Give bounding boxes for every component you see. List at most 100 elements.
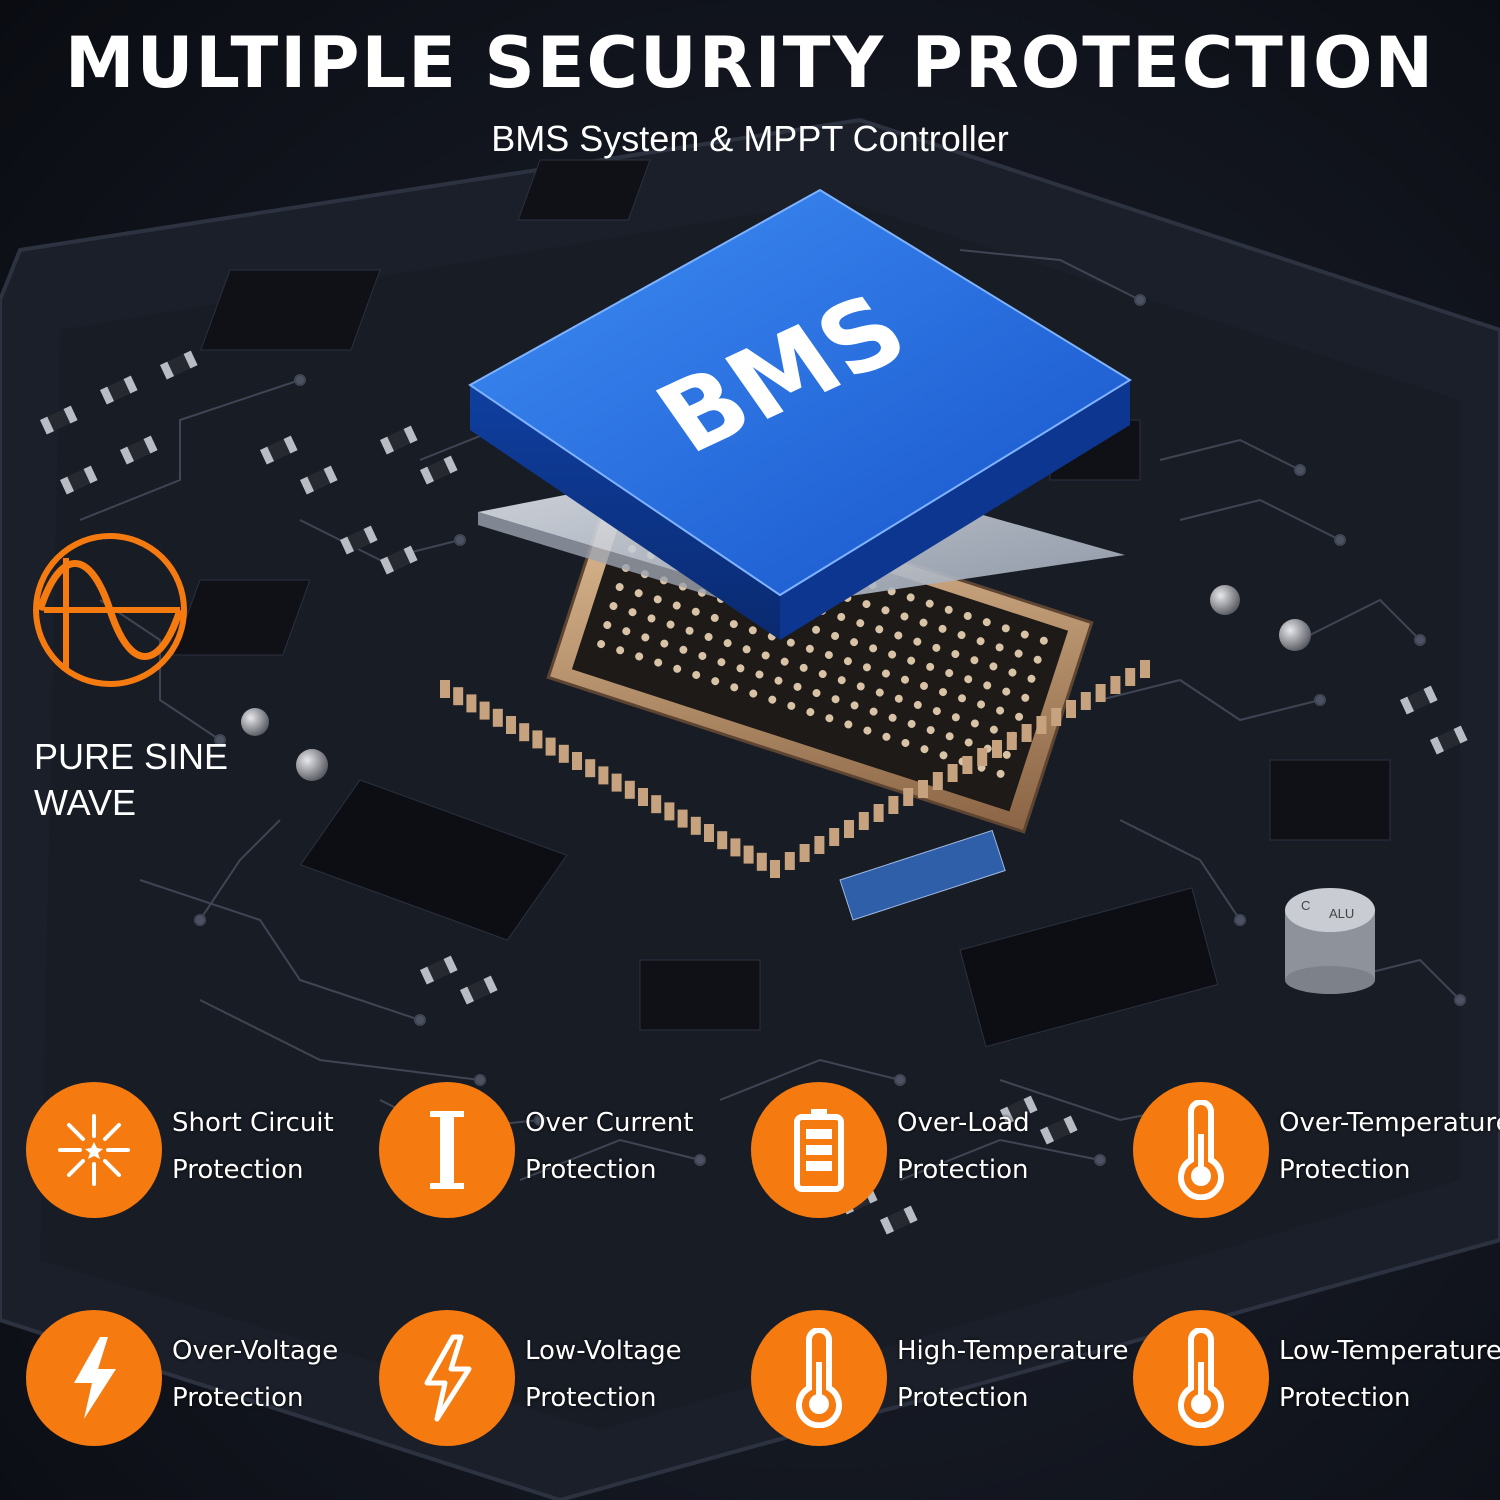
protection-label-line: Over-Load: [897, 1108, 1030, 1138]
circuit-trace: [959, 249, 1141, 301]
protection-label-line: Low-Temperature: [1279, 1336, 1500, 1366]
bga-pad: [996, 706, 1005, 715]
processor-pin: [453, 687, 464, 706]
circuit-trace: [719, 1058, 901, 1101]
bga-pad: [856, 682, 865, 691]
protection-label-line: Protection: [1279, 1155, 1411, 1185]
bga-pad: [698, 651, 707, 660]
bga-pad: [755, 670, 764, 679]
processor-pin: [558, 744, 569, 763]
processor-pin: [799, 844, 810, 862]
smd-resistor: [380, 545, 418, 575]
smd-resistor: [460, 975, 498, 1005]
bms-chip-top: [468, 188, 1132, 597]
bga-pad: [951, 650, 960, 659]
trace-via: [414, 1014, 426, 1026]
bga-pad: [806, 708, 815, 717]
processor-pin: [977, 748, 988, 766]
smd-resistor: [420, 955, 458, 985]
battery-icon: [751, 1082, 887, 1218]
processor-pin: [466, 694, 477, 713]
thermometer-icon: [1133, 1082, 1269, 1218]
protection-label-line: Protection: [525, 1383, 657, 1413]
bga-pad: [869, 707, 878, 716]
processor-pin: [743, 845, 754, 864]
bga-pad: [628, 608, 637, 617]
ic-chip-upper-left: [200, 269, 381, 351]
bga-pad: [844, 720, 853, 729]
bga-pad: [1002, 750, 1011, 759]
processor-pin: [611, 773, 622, 792]
trace-via: [1294, 464, 1306, 476]
bga-pad: [850, 638, 859, 647]
current-bar-icon: [379, 1082, 515, 1218]
bga-pad: [938, 624, 947, 633]
bga-pad: [907, 656, 916, 665]
bga-pad: [907, 719, 916, 728]
trace-via: [1234, 914, 1246, 926]
bga-pad: [977, 700, 986, 709]
bga-pad: [679, 645, 688, 654]
processor-pin: [1036, 716, 1047, 734]
bga-pad: [691, 607, 700, 616]
bga-pad: [666, 620, 675, 629]
bga-pad: [882, 732, 891, 741]
circuit-trace: [1159, 438, 1301, 471]
bga-pad: [685, 626, 694, 635]
bga-pad: [824, 650, 833, 659]
thermometer-icon: [1133, 1310, 1269, 1446]
processor-pin: [440, 680, 450, 698]
bga-pad: [673, 664, 682, 673]
trace-via: [534, 1114, 546, 1126]
protection-label-line: Over Current: [525, 1108, 694, 1138]
bga-pad: [603, 621, 612, 630]
bga-pad: [647, 614, 656, 623]
page-subtitle: BMS System & MPPT Controller: [491, 118, 1009, 159]
smd-resistor: [260, 435, 298, 465]
processor-pin: [585, 759, 596, 778]
bga-pad: [787, 701, 796, 710]
processor-pin: [829, 828, 840, 846]
processor-pin: [651, 795, 662, 814]
processor-pin: [873, 804, 884, 822]
circuit-trace: [1119, 819, 1241, 921]
circuit-trace: [199, 999, 481, 1081]
processor-pin: [1095, 684, 1106, 702]
smd-resistor: [300, 465, 338, 495]
trace-via: [1094, 1154, 1106, 1166]
bga-pad: [894, 694, 903, 703]
bga-pad: [710, 613, 719, 622]
circuit-trace: [1299, 598, 1421, 641]
processor-pin: [730, 838, 741, 857]
bga-pad: [780, 657, 789, 666]
bms-chip-side: [470, 385, 780, 640]
bga-pad: [704, 632, 713, 641]
protection-label-line: Protection: [172, 1155, 304, 1185]
bga-pad: [926, 726, 935, 735]
bga-pad: [989, 662, 998, 671]
circuit-trace: [899, 1138, 1101, 1181]
bga-pad: [1039, 636, 1048, 645]
bga-pad: [729, 620, 738, 629]
bga-pad: [812, 625, 821, 634]
bga-pad: [875, 688, 884, 697]
thermometer-icon: [751, 1310, 887, 1446]
bga-pad: [919, 618, 928, 627]
bga-pad: [812, 689, 821, 698]
bga-pad: [1033, 655, 1042, 664]
bga-pad: [1015, 712, 1024, 721]
bga-pad: [635, 652, 644, 661]
trace-via: [1334, 534, 1346, 546]
bga-pad: [1021, 693, 1030, 702]
bga-pad: [692, 670, 701, 679]
processor-pin: [690, 816, 701, 835]
processor-pin: [844, 820, 854, 838]
bga-pad: [653, 595, 662, 604]
bga-pad: [730, 683, 739, 692]
processor-pin: [903, 788, 914, 806]
